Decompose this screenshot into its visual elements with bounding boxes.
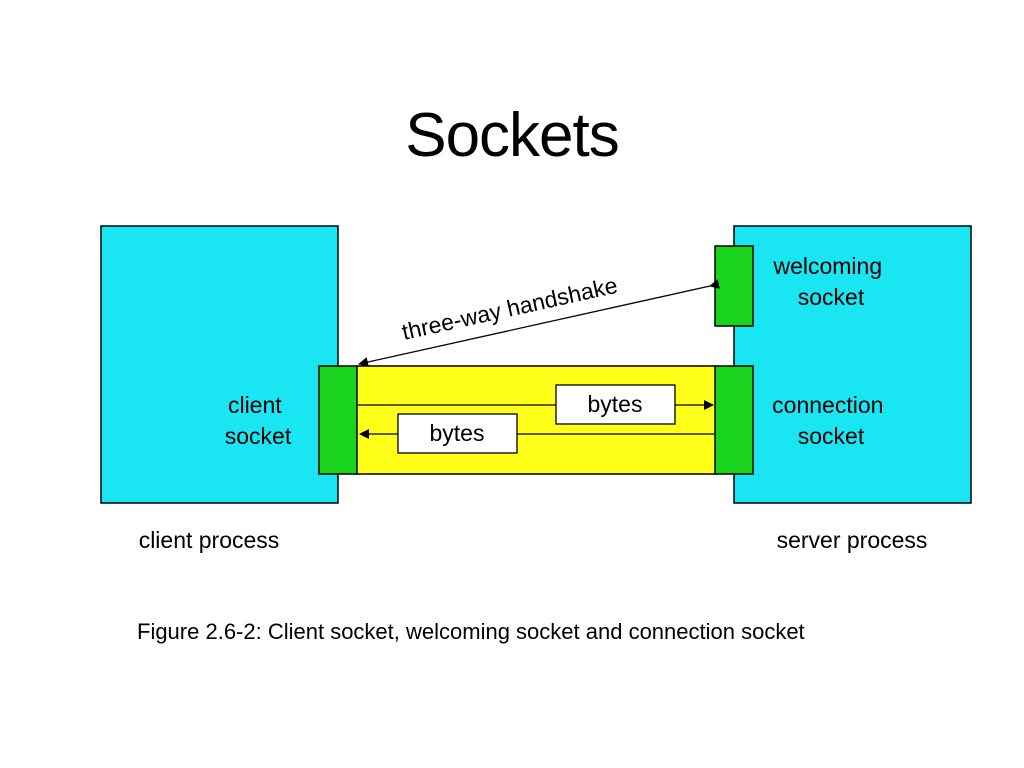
- welcoming-socket-label: welcoming socket: [772, 253, 888, 310]
- client-process-label: client process: [139, 527, 280, 553]
- connection-socket-label-line-1: connection: [772, 392, 883, 418]
- bytes-to-client-box: [397, 413, 518, 454]
- welcoming-socket: [714, 245, 754, 327]
- client-socket-label-line-2: socket: [225, 423, 292, 449]
- welcoming-socket-label-line-2: socket: [798, 284, 865, 310]
- bytes-to-client-label: bytes: [430, 420, 485, 446]
- figure-caption: Figure 2.6-2: Client socket, welcoming s…: [137, 619, 805, 644]
- handshake-arrow: [358, 279, 720, 367]
- server-process-label: server process: [777, 527, 928, 553]
- client-socket-label: client socket: [225, 392, 292, 449]
- client-process-box: [100, 225, 339, 504]
- connection-socket: [714, 365, 754, 475]
- connection-socket-label-line-2: socket: [798, 423, 865, 449]
- client-socket: [318, 365, 358, 475]
- slide-title: Sockets: [405, 101, 620, 170]
- client-socket-label-line-1: client: [228, 392, 282, 418]
- welcoming-socket-label-line-1: welcoming: [772, 253, 882, 279]
- connection-socket-label: connection socket: [772, 392, 890, 449]
- bytes-to-server-box: [555, 384, 676, 425]
- handshake-label: three-way handshake: [399, 272, 619, 345]
- server-process-box: [733, 225, 972, 504]
- bytes-to-server-label: bytes: [588, 391, 643, 417]
